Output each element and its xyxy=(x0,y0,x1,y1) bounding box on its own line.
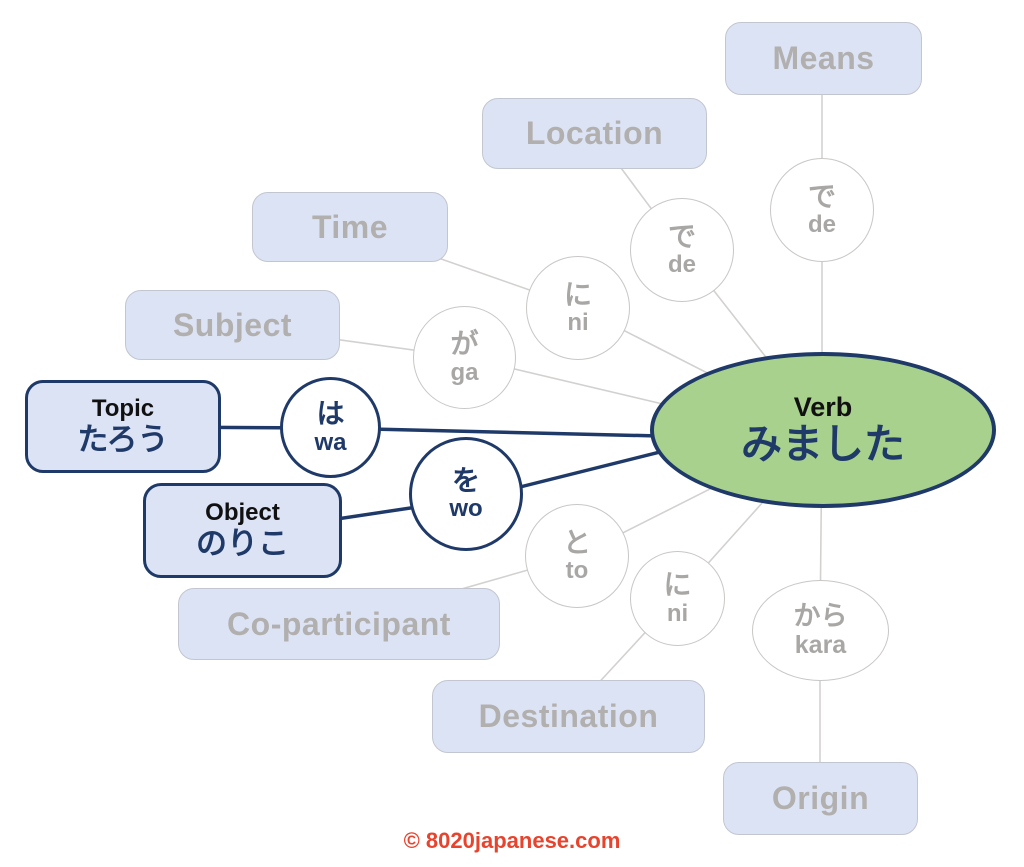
role-label-object: Object xyxy=(205,498,280,526)
particle-wa-topic-romaji: wa xyxy=(314,428,347,456)
particle-wo-object-romaji: wo xyxy=(449,495,483,523)
particle-de-location-kana: で xyxy=(667,220,696,252)
role-word-object: のりこ xyxy=(196,526,289,562)
particle-ni-destination-kana: に xyxy=(663,569,692,601)
particle-kara-origin-kana: から xyxy=(793,601,848,632)
particle-wa-topic: は wa xyxy=(280,377,381,478)
connector-wa-verb xyxy=(329,426,701,439)
role-label-topic: Topic xyxy=(91,394,155,422)
role-label-means: Means xyxy=(772,40,875,76)
particle-wo-object-kana: を xyxy=(451,464,480,496)
verb-word: みました xyxy=(741,421,905,468)
particle-de-location-romaji: de xyxy=(667,251,696,279)
particle-to-co-participant-kana: と xyxy=(562,526,591,558)
role-box-subject: Subject xyxy=(125,290,340,360)
particle-ga-subject: が ga xyxy=(413,306,516,409)
role-box-co-participant: Co-participant xyxy=(178,588,500,660)
particle-de-means: で de xyxy=(770,158,874,262)
role-label-origin: Origin xyxy=(771,780,870,816)
copyright-text: © 8020japanese.com xyxy=(403,828,621,853)
particle-ni-time: に ni xyxy=(526,256,630,360)
particle-de-means-romaji: de xyxy=(807,211,836,239)
role-box-object: Object のりこ xyxy=(143,483,342,578)
role-box-topic: Topic たろう xyxy=(25,380,221,473)
particle-ni-destination: に ni xyxy=(630,551,725,646)
particle-to-co-participant: と to xyxy=(525,504,629,608)
particle-de-location: で de xyxy=(630,198,734,302)
particle-ni-destination-romaji: ni xyxy=(666,599,689,627)
role-word-topic: たろう xyxy=(77,422,169,458)
particle-to-co-participant-romaji: to xyxy=(565,557,589,585)
particle-de-means-kana: で xyxy=(807,180,836,212)
role-label-destination: Destination xyxy=(478,698,659,734)
particle-ni-time-romaji: ni xyxy=(567,309,589,337)
particle-ga-subject-kana: が xyxy=(450,328,479,360)
role-label-subject: Subject xyxy=(172,306,293,343)
particle-kara-origin-romaji: kara xyxy=(794,630,847,659)
role-label-location: Location xyxy=(525,115,664,151)
role-label-co-participant: Co-participant xyxy=(227,605,451,642)
particle-wo-object: を wo xyxy=(409,437,523,551)
role-box-means: Means xyxy=(725,22,922,95)
role-box-destination: Destination xyxy=(432,680,705,753)
role-box-time: Time xyxy=(252,192,448,262)
particle-ni-time-kana: に xyxy=(563,278,592,310)
particle-ga-subject-romaji: ga xyxy=(450,358,479,386)
role-label-time: Time xyxy=(311,208,389,245)
verb-node: Verb みました xyxy=(650,352,996,508)
particle-kara-origin: から kara xyxy=(752,580,889,681)
role-box-origin: Origin xyxy=(723,762,918,835)
particle-wa-topic-kana: は xyxy=(316,398,345,430)
verb-label: Verb xyxy=(793,391,853,422)
role-box-location: Location xyxy=(482,98,707,169)
